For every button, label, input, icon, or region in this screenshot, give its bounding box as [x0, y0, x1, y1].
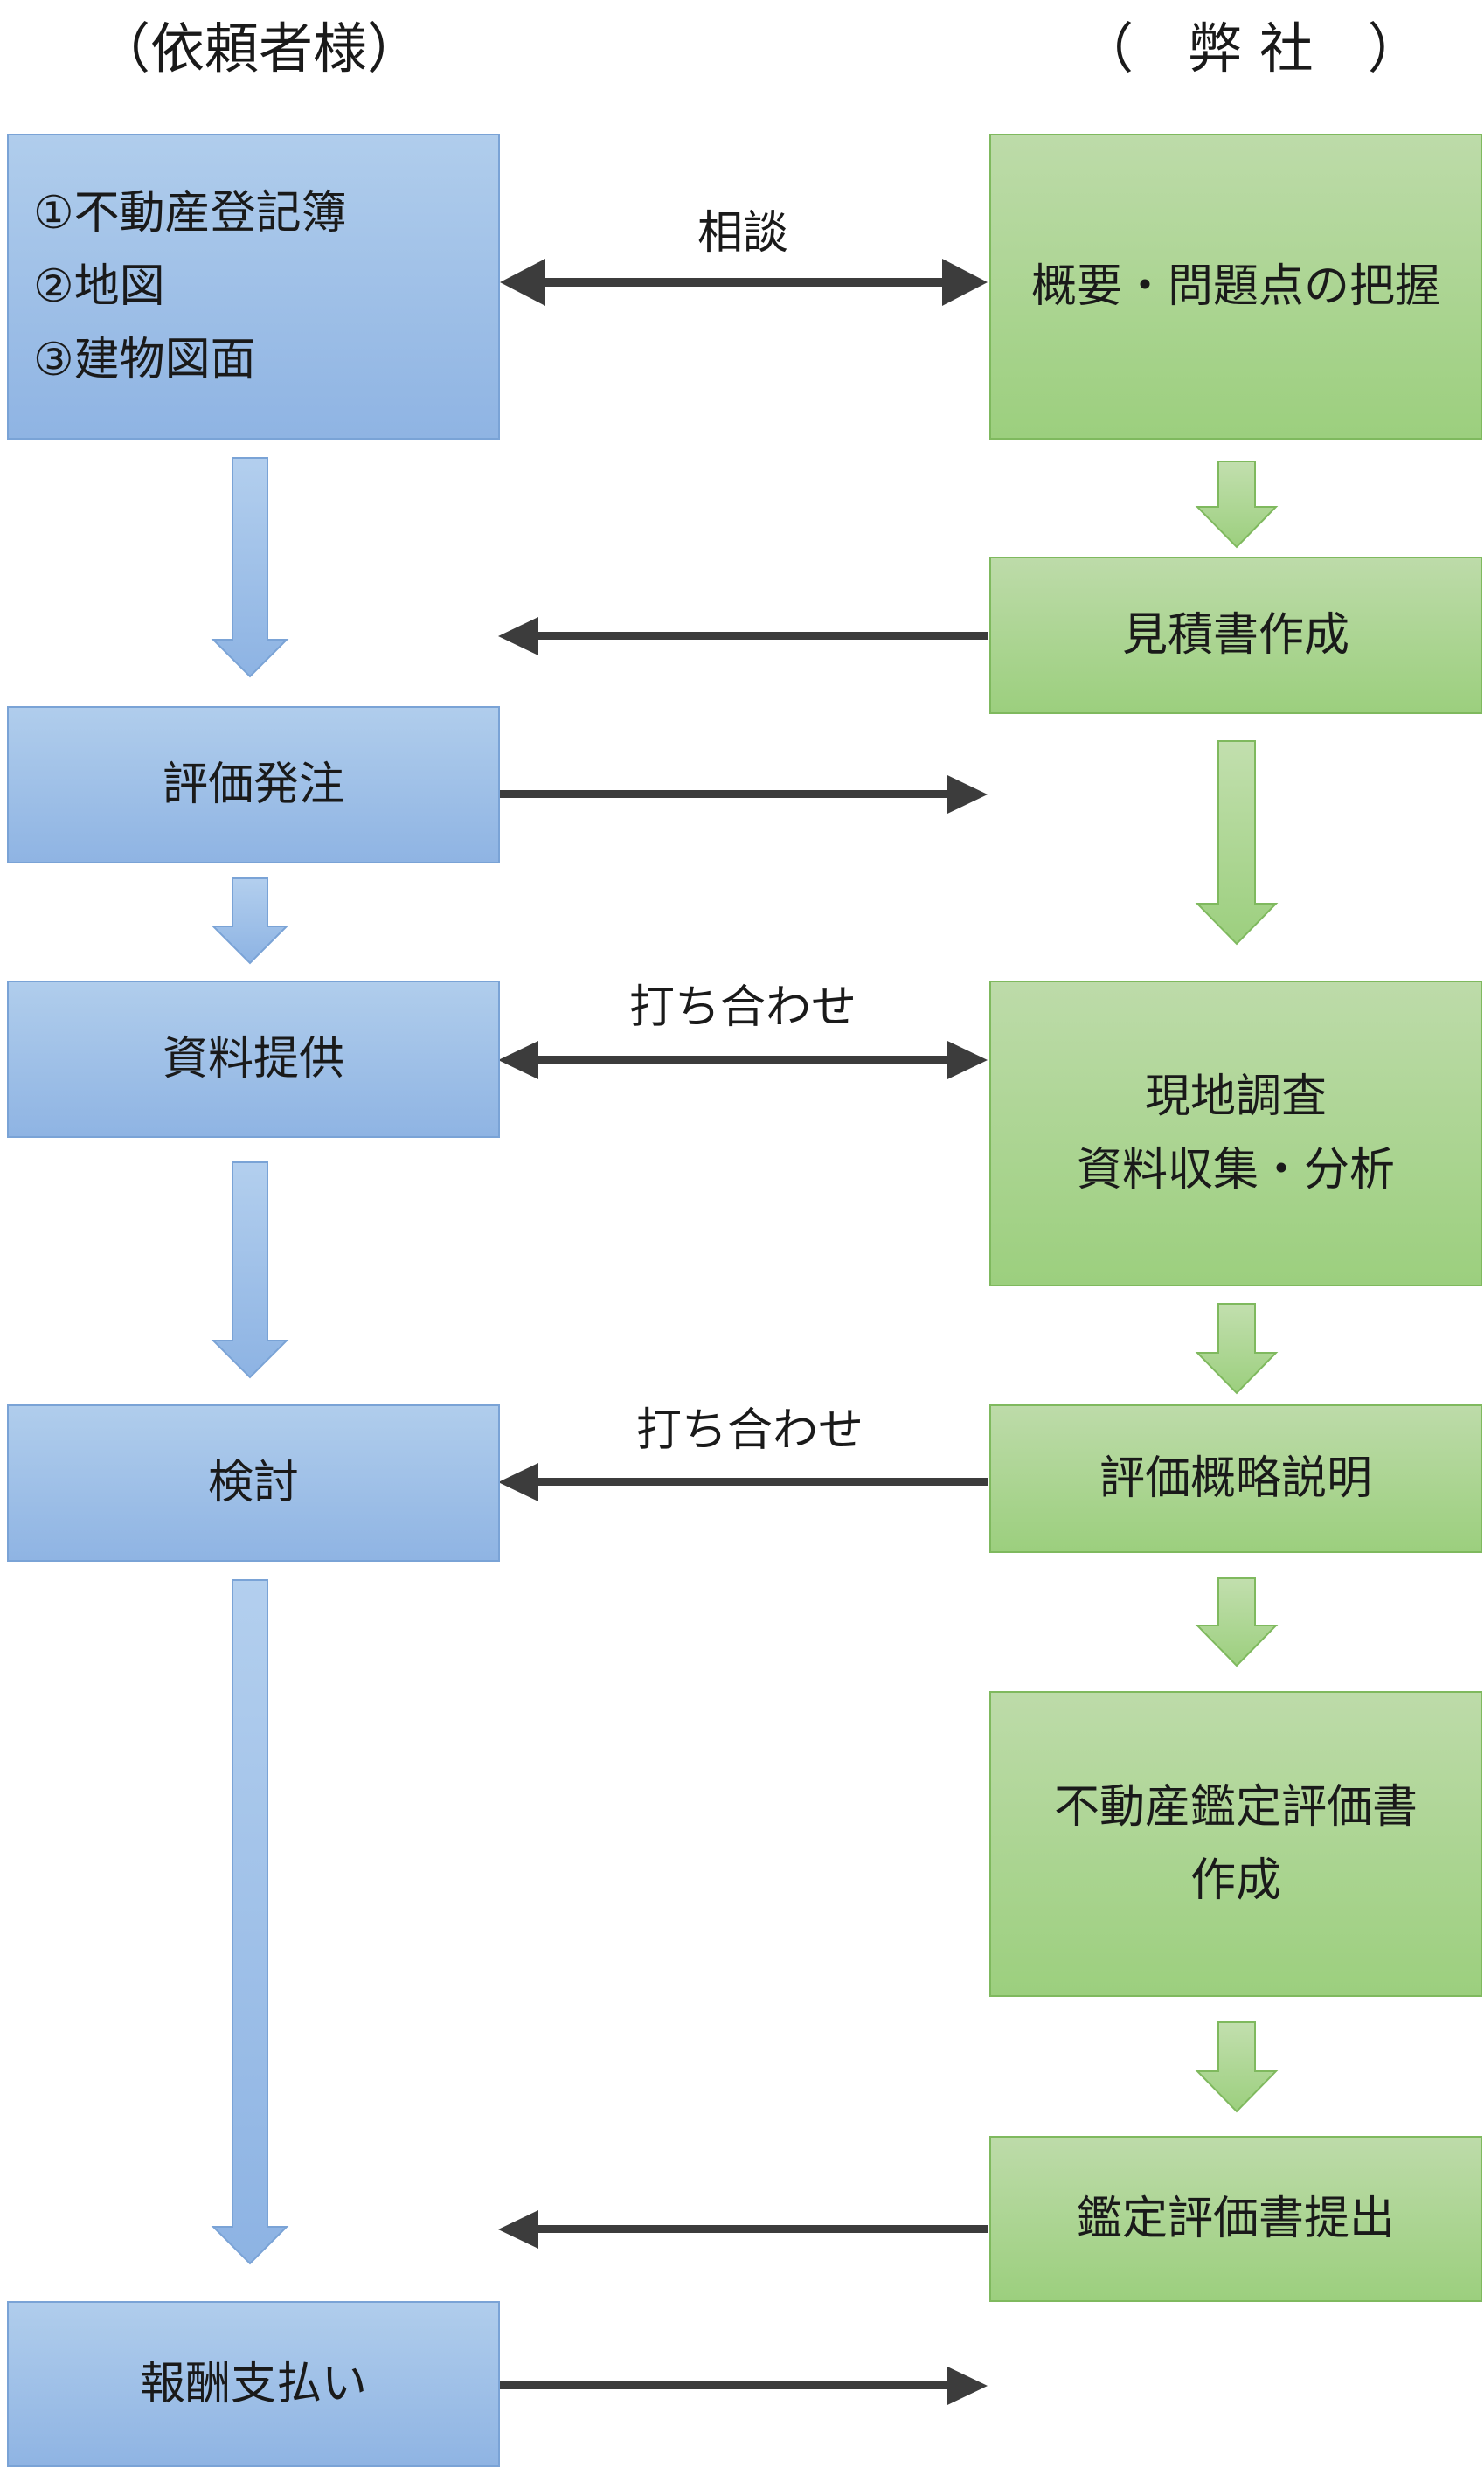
report-line-1: 不動産鑑定評価書	[1053, 1781, 1418, 1834]
client-payment-label: 報酬支払い	[139, 2358, 367, 2410]
company-overview-label: 概要・問題点の把握	[1030, 260, 1440, 313]
company-explanation-box: 評価概略説明	[989, 1404, 1482, 1553]
client-materials-label: 資料提供	[162, 1033, 344, 1085]
order-arrow	[500, 775, 988, 814]
client-payment-box: 報酬支払い	[7, 2301, 500, 2467]
meeting-label-1: 打ち合わせ	[628, 981, 856, 1034]
company-overview-box: 概要・問題点の把握	[989, 134, 1482, 440]
estimate-arrow	[498, 617, 988, 655]
company-explanation-label: 評価概略説明	[1099, 1452, 1372, 1505]
client-order-label: 評価発注	[162, 759, 344, 811]
client-down-arrow-2	[211, 877, 289, 965]
client-review-label: 検討	[207, 1457, 299, 1509]
report-line-2: 作成	[1189, 1854, 1281, 1907]
client-down-arrow-4	[211, 1579, 289, 2265]
company-down-arrow-5	[1195, 2021, 1279, 2113]
company-down-arrow-3	[1195, 1303, 1279, 1395]
survey-line-1: 現地調査	[1144, 1071, 1327, 1123]
meeting-arrow-1	[498, 1041, 988, 1079]
consultation-label: 相談	[697, 207, 788, 260]
document-item-3: ③建物図面	[33, 334, 256, 386]
client-down-arrow-1	[211, 457, 289, 678]
consultation-arrow	[500, 259, 988, 306]
company-down-arrow-2	[1195, 740, 1279, 946]
submission-arrow	[498, 2210, 988, 2249]
meeting-label-2: 打ち合わせ	[635, 1404, 863, 1457]
company-estimate-box: 見積書作成	[989, 557, 1482, 714]
client-header: （依頼者様）	[96, 17, 422, 80]
client-review-box: 検討	[7, 1404, 500, 1562]
client-order-box: 評価発注	[7, 706, 500, 863]
company-estimate-label: 見積書作成	[1121, 609, 1349, 662]
document-item-2: ②地図	[33, 260, 165, 313]
company-header: （ 弊 社 ）	[1079, 17, 1422, 80]
client-down-arrow-3	[211, 1161, 289, 1379]
company-down-arrow-1	[1195, 461, 1279, 549]
document-item-1: ①不動産登記簿	[33, 187, 347, 239]
meeting-arrow-2	[498, 1463, 988, 1501]
company-submission-box: 鑑定評価書提出	[989, 2136, 1482, 2302]
company-submission-label: 鑑定評価書提出	[1076, 2193, 1395, 2245]
payment-arrow	[500, 2367, 988, 2405]
company-down-arrow-4	[1195, 1577, 1279, 1667]
survey-line-2: 資料収集・分析	[1076, 1144, 1395, 1196]
client-materials-box: 資料提供	[7, 981, 500, 1138]
company-report-box: 不動産鑑定評価書 作成	[989, 1691, 1482, 1997]
company-survey-box: 現地調査 資料収集・分析	[989, 981, 1482, 1286]
client-documents-box: ①不動産登記簿 ②地図 ③建物図面	[7, 134, 500, 440]
